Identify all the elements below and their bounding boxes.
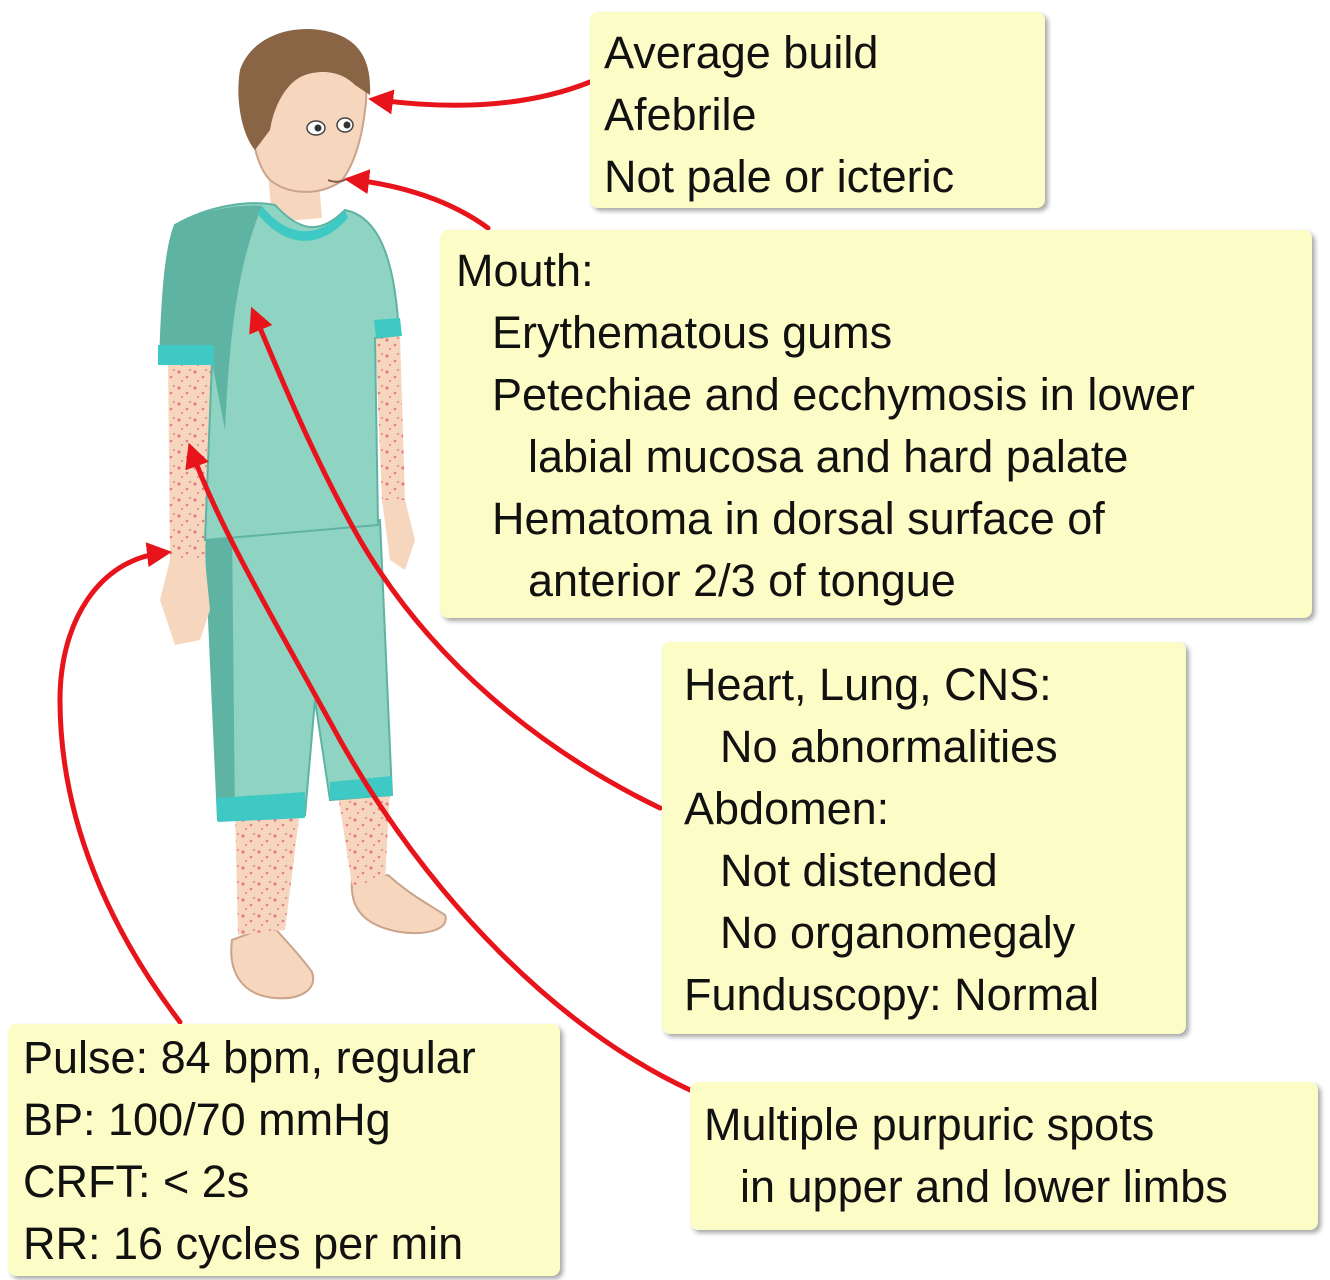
- vital-line: Pulse: 84 bpm, regular: [23, 1032, 476, 1083]
- callout-arrows: [57, 79, 693, 1093]
- arrow-limbs: [185, 442, 693, 1093]
- limb-line: in upper and lower limbs: [740, 1161, 1228, 1212]
- general-appearance-box: Average build Afebrile Not pale or icter…: [590, 12, 1045, 208]
- vital-line: CRFT: < 2s: [23, 1156, 250, 1207]
- vital-line: BP: 100/70 mmHg: [23, 1094, 391, 1145]
- systems-exam-box: Heart, Lung, CNS: No abnormalities Abdom…: [662, 642, 1186, 1034]
- systems-item: No abnormalities: [720, 721, 1058, 772]
- mouth-item: Hematoma in dorsal surface of: [492, 493, 1105, 544]
- mouth-item: Erythematous gums: [492, 307, 893, 358]
- systems-heading: Heart, Lung, CNS:: [684, 659, 1052, 710]
- mouth-item: labial mucosa and hard palate: [528, 431, 1129, 482]
- arrow-vitals: [57, 542, 183, 1025]
- systems-item: No organomegaly: [720, 907, 1076, 958]
- arrow-general: [368, 79, 593, 115]
- general-line: Average build: [604, 27, 879, 78]
- general-line: Afebrile: [604, 89, 757, 140]
- mouth-item: Petechiae and ecchymosis in lower: [492, 369, 1195, 420]
- arrow-systems: [249, 306, 663, 811]
- arrow-mouth: [344, 169, 491, 231]
- systems-heading: Abdomen:: [684, 783, 890, 834]
- limb-findings-box: Multiple purpuric spots in upper and low…: [690, 1082, 1318, 1230]
- vital-signs-box: Pulse: 84 bpm, regular BP: 100/70 mmHg C…: [8, 1024, 560, 1276]
- mouth-item: anterior 2/3 of tongue: [528, 555, 956, 606]
- systems-item: Not distended: [720, 845, 998, 896]
- patient-figure-icon: [158, 29, 447, 1000]
- vital-line: RR: 16 cycles per min: [23, 1218, 464, 1269]
- general-line: Not pale or icteric: [604, 151, 955, 202]
- systems-heading: Funduscopy: Normal: [684, 969, 1100, 1020]
- mouth-findings-box: Mouth: Erythematous gums Petechiae and e…: [440, 230, 1312, 618]
- mouth-heading: Mouth:: [456, 245, 594, 296]
- limb-line: Multiple purpuric spots: [704, 1099, 1155, 1150]
